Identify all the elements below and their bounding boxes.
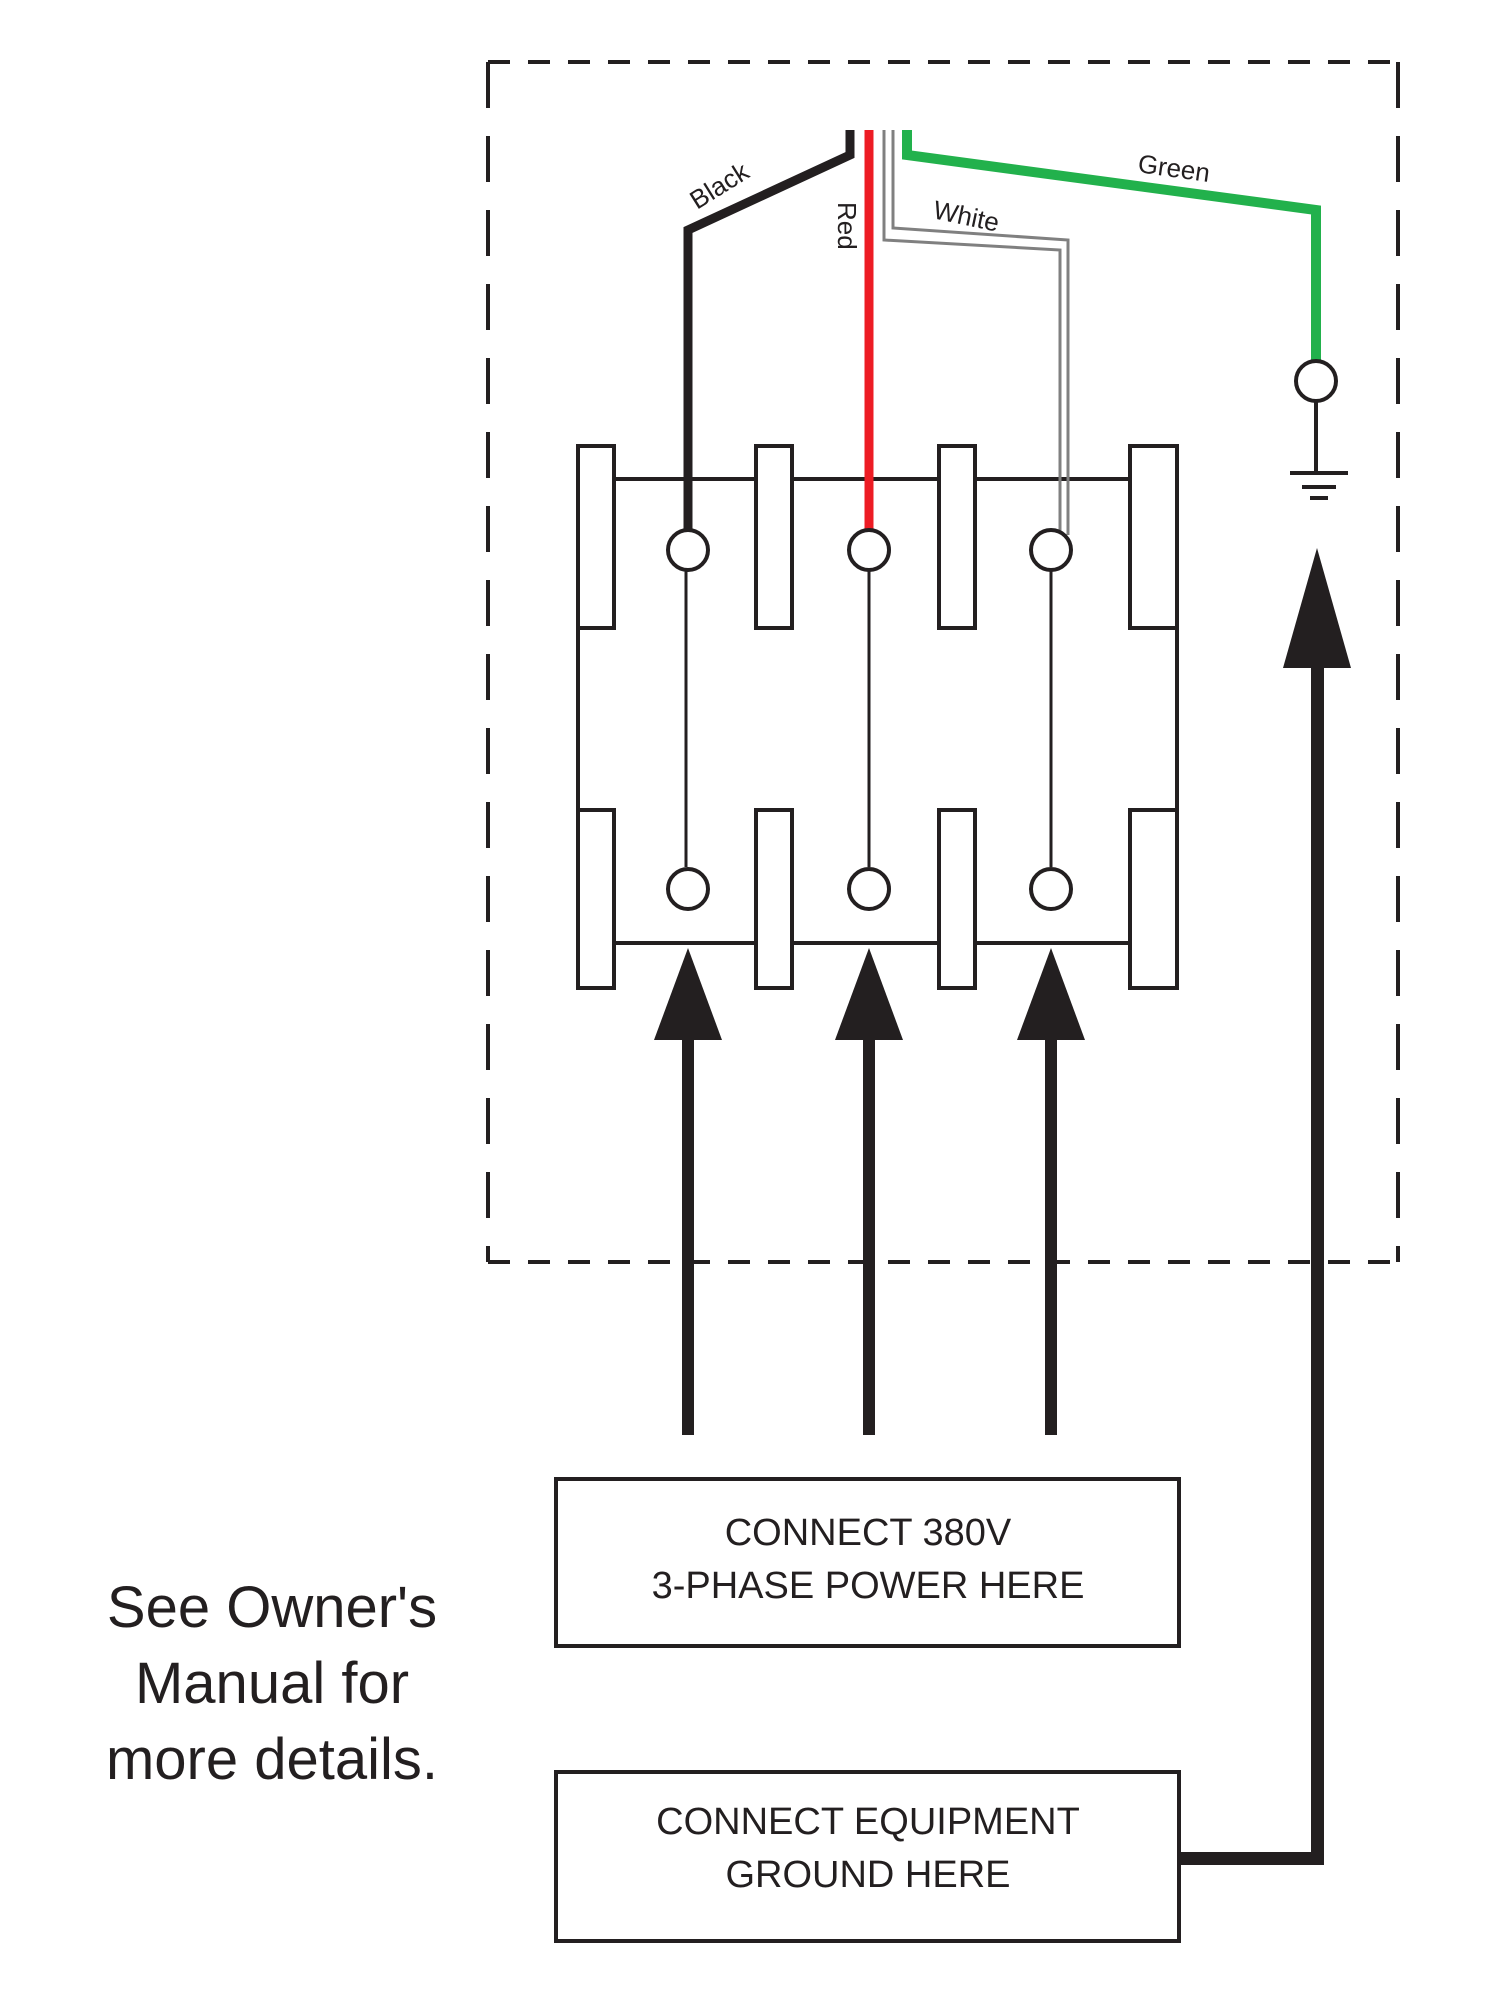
owners-manual-note: See Owner's Manual for more details. — [106, 1575, 438, 1792]
phase-arrows — [654, 948, 1085, 1435]
note-line-1: See Owner's — [107, 1575, 437, 1640]
ground-box-line-1: CONNECT EQUIPMENT — [656, 1801, 1080, 1843]
wire-label-green: Green — [1136, 148, 1212, 188]
power-box-line-2: 3-PHASE POWER HERE — [652, 1565, 1085, 1607]
wire-black — [683, 130, 855, 535]
terminal-top-2 — [847, 528, 891, 572]
terminal-bottom-1 — [666, 867, 710, 911]
terminals-top — [666, 528, 1073, 572]
ground-box-line-2: GROUND HERE — [725, 1854, 1010, 1896]
barrier-top-3 — [937, 444, 977, 630]
barrier-bottom-2 — [754, 808, 794, 990]
terminals-bottom — [666, 867, 1073, 911]
enclosure-outline — [486, 60, 1400, 1264]
barrier-bottom-4 — [1128, 808, 1179, 990]
terminal-top-1 — [666, 528, 710, 572]
note-line-2: Manual for — [135, 1651, 409, 1716]
barrier-bottom-3 — [937, 808, 977, 990]
terminal-bottom-3 — [1029, 867, 1073, 911]
ground-arrow — [1175, 548, 1351, 1865]
power-connection-box: CONNECT 380V 3-PHASE POWER HERE — [554, 1477, 1181, 1648]
terminal-bottom-2 — [847, 867, 891, 911]
barrier-bottom-1 — [576, 808, 616, 990]
terminal-block — [576, 444, 1179, 990]
power-box-line-1: CONNECT 380V — [725, 1512, 1012, 1554]
ground-symbol-icon — [1290, 359, 1348, 500]
terminal-top-3 — [1029, 528, 1073, 572]
wire-white — [882, 130, 1070, 535]
arrow-up-icon — [654, 948, 722, 1435]
note-line-3: more details. — [106, 1727, 438, 1792]
arrow-up-icon — [1017, 948, 1085, 1435]
ground-connection-box: CONNECT EQUIPMENT GROUND HERE — [554, 1770, 1181, 1943]
wire-green — [902, 130, 1321, 360]
barrier-top-4 — [1128, 444, 1179, 630]
barrier-top-1 — [576, 444, 616, 630]
arrow-up-icon — [835, 948, 903, 1435]
barrier-top-2 — [754, 444, 794, 630]
wire-label-red: Red — [832, 202, 862, 250]
